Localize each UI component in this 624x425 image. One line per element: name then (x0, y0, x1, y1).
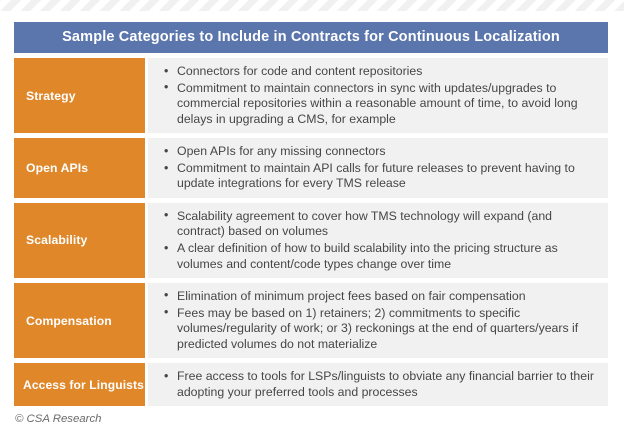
bullet-list: Scalability agreement to cover how TMS t… (164, 208, 598, 272)
bullets-cell-compensation: Elimination of minimum project fees base… (148, 282, 608, 359)
bullet-list: Elimination of minimum project fees base… (164, 288, 598, 352)
bullets-cell-open-apis: Open APIs for any missing connectors Com… (148, 138, 608, 198)
category-label-access-for-linguists: Access for Linguists (14, 363, 145, 406)
bullet-list: Open APIs for any missing connectors Com… (164, 144, 598, 192)
list-item: Scalability agreement to cover how TMS t… (164, 208, 598, 240)
bullet-list: Free access to tools for LSPs/linguists … (164, 369, 598, 400)
category-label-scalability: Scalability (14, 202, 145, 278)
table-row: Access for Linguists Free access to tool… (14, 363, 608, 406)
category-rows: Strategy Connectors for code and content… (14, 58, 608, 406)
bullets-cell-scalability: Scalability agreement to cover how TMS t… (148, 202, 608, 278)
bullets-cell-access-for-linguists: Free access to tools for LSPs/linguists … (148, 363, 608, 406)
list-item: Commitment to maintain connectors in syn… (164, 80, 598, 127)
list-item: Fees may be based on 1) retainers; 2) co… (164, 305, 598, 352)
category-label-compensation: Compensation (14, 282, 145, 359)
table-row: Open APIs Open APIs for any missing conn… (14, 138, 608, 198)
list-item: A clear definition of how to build scala… (164, 241, 598, 272)
table-row: Compensation Elimination of minimum proj… (14, 282, 608, 359)
list-item: Connectors for code and content reposito… (164, 63, 598, 79)
category-label-open-apis: Open APIs (14, 138, 145, 198)
list-item: Elimination of minimum project fees base… (164, 288, 598, 304)
table-row: Strategy Connectors for code and content… (14, 58, 608, 134)
bullets-cell-strategy: Connectors for code and content reposito… (148, 58, 608, 134)
list-item: Open APIs for any missing connectors (164, 144, 598, 160)
list-item: Free access to tools for LSPs/linguists … (164, 369, 598, 400)
list-item: Commitment to maintain API calls for fut… (164, 161, 598, 192)
bullet-list: Connectors for code and content reposito… (164, 63, 598, 127)
contract-categories-graphic: Sample Categories to Include in Contract… (0, 11, 624, 425)
copyright-footer: © CSA Research (15, 412, 102, 425)
decorative-stripe-band (0, 0, 624, 11)
category-label-strategy: Strategy (14, 58, 145, 134)
table-row: Scalability Scalability agreement to cov… (14, 202, 608, 278)
graphic-title: Sample Categories to Include in Contract… (14, 22, 608, 53)
